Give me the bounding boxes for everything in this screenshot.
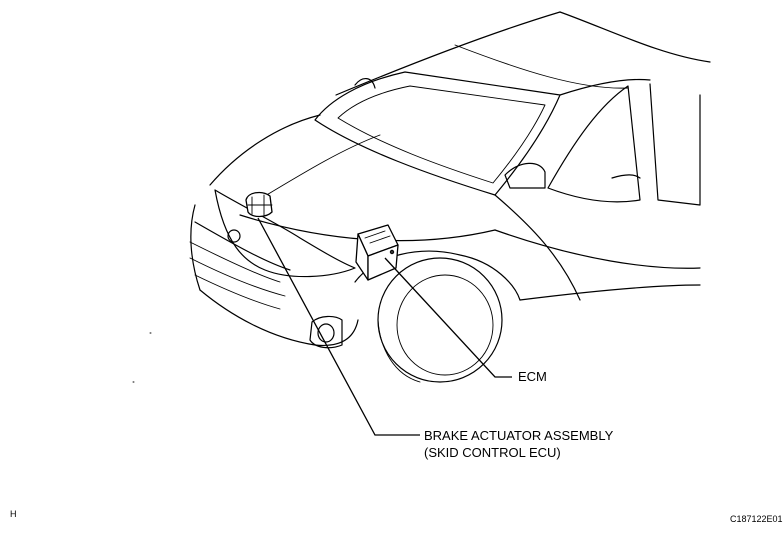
brake-actuator-part [245, 191, 273, 218]
fog-lamp-housing [309, 315, 343, 349]
door-handle [611, 174, 641, 179]
figure-code: C187122E01 [730, 514, 783, 524]
front-rim [396, 274, 494, 376]
lower-bumper [199, 289, 359, 347]
roof-rear-line [559, 11, 711, 63]
corner-letter: H [10, 509, 17, 519]
mirror [504, 162, 546, 189]
headlamp [214, 189, 356, 278]
rocker-line [519, 284, 701, 301]
tire-tread [377, 319, 421, 383]
skid-control-ecu-label: (SKID CONTROL ECU) [424, 445, 561, 460]
fog-lamp [317, 323, 335, 343]
door-line [494, 194, 581, 301]
body-side-line [494, 229, 701, 269]
roof-line [335, 11, 561, 96]
a-pillar [559, 78, 651, 96]
ecm-leader-line [384, 257, 512, 378]
washer-nozzle [354, 78, 376, 89]
ecm-label: ECM [518, 369, 547, 384]
windshield [314, 71, 561, 196]
emblem [227, 229, 241, 243]
front-tire [377, 257, 503, 383]
front-door-window [547, 85, 641, 203]
brake-actuator-label: BRAKE ACTUATOR ASSEMBLY [424, 428, 614, 443]
grille-upper [194, 221, 291, 271]
rear-window [649, 83, 701, 206]
hood-front-edge [209, 114, 321, 186]
front-bumper-top [190, 204, 201, 291]
ecm-part [355, 224, 399, 281]
brake-actuator-leader-line [257, 217, 420, 436]
windshield-inner [337, 85, 546, 184]
roof-inner-line [454, 44, 629, 89]
grille-slats [189, 241, 286, 310]
